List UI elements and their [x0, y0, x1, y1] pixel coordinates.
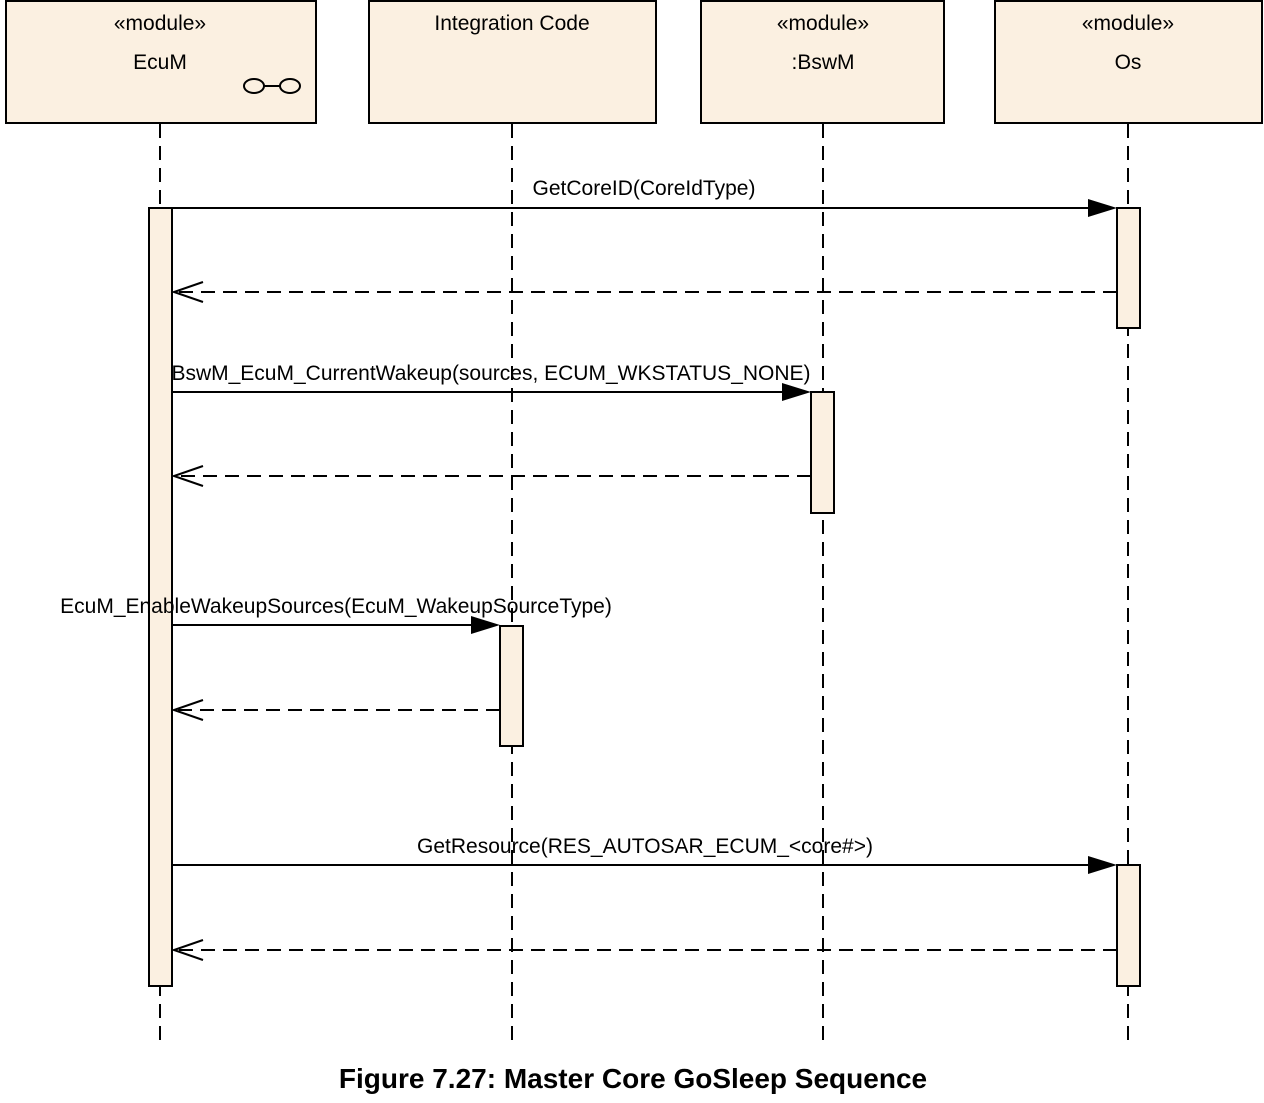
arrowhead-enablewakeupsources: [471, 616, 500, 634]
activation-bar-bswm: [810, 391, 835, 514]
message-currentwakeup-label: BswM_EcuM_CurrentWakeup(sources, ECUM_WK…: [171, 362, 810, 385]
participant-box-os: [994, 0, 1263, 124]
activation-bar-os-2: [1116, 864, 1141, 987]
return-arrowhead-getcoreid: [170, 281, 204, 303]
participant-ecum-name: EcuM: [133, 51, 187, 74]
participant-box-bswm: [700, 0, 945, 124]
arrowhead-currentwakeup: [782, 383, 811, 401]
return-arrowhead-enablewakeupsources: [170, 699, 204, 721]
participant-integration-code-name: Integration Code: [434, 12, 589, 35]
activation-bar-ecum: [148, 207, 173, 987]
arrowhead-getcoreid: [1088, 199, 1117, 217]
arrowhead-getresource: [1088, 856, 1117, 874]
participant-os-stereotype: «module»: [1082, 12, 1174, 35]
participant-ecum-stereotype: «module»: [114, 12, 206, 35]
participant-bswm-stereotype: «module»: [777, 12, 869, 35]
message-getcoreid-label: GetCoreID(CoreIdType): [533, 177, 756, 200]
return-arrowhead-currentwakeup: [170, 465, 204, 487]
activation-bar-os-1: [1116, 207, 1141, 329]
activation-bar-integration-code: [499, 625, 524, 747]
participant-box-integration-code: [368, 0, 657, 124]
figure-caption: Figure 7.27: Master Core GoSleep Sequenc…: [339, 1063, 927, 1094]
return-arrowhead-getresource: [170, 939, 204, 961]
participant-box-ecum: [5, 0, 317, 124]
subsystem-icon: [243, 78, 301, 94]
participant-os-name: Os: [1115, 51, 1142, 74]
participant-bswm-name: :BswM: [792, 51, 855, 74]
message-enablewakeupsources-label: EcuM_EnableWakeupSources(EcuM_WakeupSour…: [60, 595, 612, 618]
message-getresource-label: GetResource(RES_AUTOSAR_ECUM_<core#>): [417, 835, 873, 858]
